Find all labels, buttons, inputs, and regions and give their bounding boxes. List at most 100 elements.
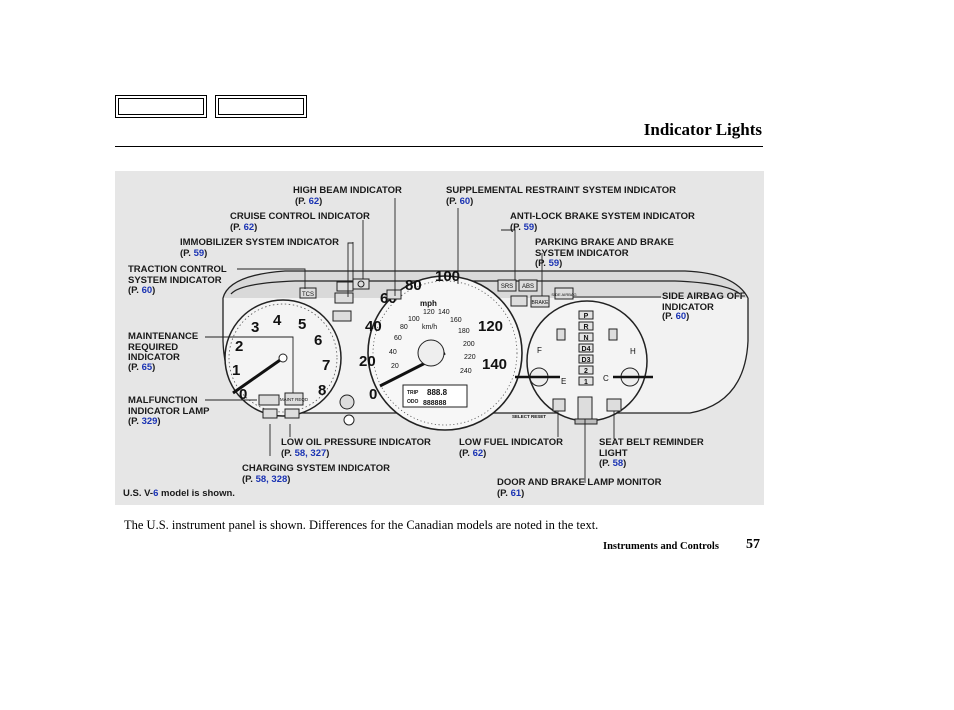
callout-low-fuel-page: (P. 62) — [459, 448, 487, 459]
cruise-icon — [336, 281, 354, 292]
callout-abs-page: (P. 59) — [510, 222, 538, 233]
fuel-empty-label: E — [561, 377, 566, 386]
svg-text:SIDE AIRBAG: SIDE AIRBAG — [551, 292, 576, 297]
trip-digits: 888.8 — [427, 388, 448, 397]
page-ref-link[interactable]: 59 — [548, 258, 560, 269]
mph-0: 0 — [369, 386, 377, 403]
tach-0: 0 — [239, 386, 247, 403]
odometer-display — [402, 384, 468, 408]
title-rule — [115, 146, 763, 147]
callout-parking-brake-page: (P. 59) — [535, 258, 563, 269]
page-ref-link[interactable]: 60 — [459, 196, 471, 207]
tach-6: 6 — [314, 332, 322, 349]
callout-cruise: CRUISE CONTROL INDICATOR — [230, 211, 370, 222]
callout-low-fuel: LOW FUEL INDICATOR — [459, 437, 563, 448]
gear-n: N — [583, 335, 588, 342]
page-ref-link[interactable]: 329 — [141, 416, 158, 427]
svg-text:ABS: ABS — [522, 284, 534, 290]
page-ref-link[interactable]: 58 — [612, 458, 624, 469]
trip-label: TRIP — [407, 390, 419, 396]
page-ref-link[interactable]: 60 — [675, 311, 687, 322]
callout-cruise-page: (P. 62) — [230, 222, 258, 233]
callout-low-oil: LOW OIL PRESSURE INDICATOR — [281, 437, 431, 448]
callout-malfunction-page: (P. 329) — [128, 416, 161, 427]
figure-caption: The U.S. instrument panel is shown. Diff… — [124, 518, 599, 532]
immobilizer-lamp — [352, 278, 370, 290]
temp-hot-label: H — [630, 347, 636, 356]
door-monitor-icon — [577, 396, 593, 420]
kmh-160: 160 — [450, 317, 462, 324]
page-ref-link[interactable]: 60 — [141, 285, 153, 296]
charging-icon — [262, 408, 278, 419]
callout-abs: ANTI-LOCK BRAKE SYSTEM INDICATOR — [510, 211, 695, 222]
kmh-unit: km/h — [422, 324, 437, 331]
side-airbag-lamp: SIDE AIRBAG — [551, 287, 577, 300]
gear-2: 2 — [584, 368, 588, 375]
page-title: Indicator Lights — [643, 120, 762, 139]
mph-100: 100 — [435, 268, 460, 285]
nav-box-next[interactable] — [215, 95, 307, 118]
kmh-140: 140 — [438, 309, 450, 316]
nav-box-previous[interactable] — [115, 95, 207, 118]
kmh-240: 240 — [460, 368, 472, 375]
page-ref-link[interactable]: 62 — [308, 196, 320, 207]
kmh-180: 180 — [458, 328, 470, 335]
speedo-kmh-labels: 20 40 60 80 100 120 140 160 180 200 220 … — [389, 309, 476, 375]
thermometer-icon — [608, 328, 618, 341]
mph-unit: mph — [420, 299, 437, 308]
callout-charging-page: (P. 58, 328) — [242, 474, 291, 485]
maint-reqd-lamp: MAINT REQD — [280, 392, 309, 406]
figure-panel: 0 1 2 3 4 5 6 7 8 MAINT REQD 0 20 40 60 — [115, 171, 764, 505]
page-ref-link[interactable]: 59 — [523, 222, 535, 233]
footer-section: Instruments and Controls — [603, 541, 719, 552]
gear-d3: D3 — [582, 357, 591, 364]
callout-side-airbag-page: (P. 60) — [662, 311, 690, 322]
odo-digits: 888888 — [423, 400, 446, 407]
mph-120: 120 — [478, 318, 503, 335]
callout-srs-page: (P. 60) — [446, 196, 474, 207]
callout-seat-belt-page: (P. 58) — [599, 458, 627, 469]
fuel-pump-icon — [556, 328, 566, 341]
speedo-mph-labels: 0 20 40 60 80 100 120 140 — [359, 268, 507, 403]
page-ref-link[interactable]: 62 — [243, 222, 255, 233]
cruise-lamp — [334, 292, 354, 304]
page-ref-link[interactable]: 62 — [472, 448, 484, 459]
high-beam-icon — [386, 289, 402, 300]
model-note: U.S. V-6 model is shown. — [123, 488, 235, 499]
callout-door-brake: DOOR AND BRAKE LAMP MONITOR — [497, 477, 662, 488]
page-ref-link[interactable]: 58, 328 — [255, 474, 288, 485]
low-fuel-icon — [552, 398, 566, 412]
kmh-100: 100 — [408, 316, 420, 323]
gear-1: 1 — [584, 379, 588, 386]
tach-4: 4 — [273, 312, 282, 329]
tach-2: 2 — [235, 338, 243, 355]
odo-label: ODO — [407, 399, 419, 405]
srs-lamp: SRS — [497, 279, 517, 292]
callout-immobilizer-page: (P. 59) — [180, 248, 208, 259]
callout-door-brake-page: (P. 61) — [497, 488, 525, 499]
kmh-220: 220 — [464, 354, 476, 361]
callout-traction-page: (P. 60) — [128, 285, 156, 296]
brake-lamp: BRAKE — [530, 295, 550, 308]
callout-high-beam: HIGH BEAM INDICATOR — [293, 185, 402, 196]
tach-3: 3 — [251, 319, 259, 336]
kmh-120: 120 — [423, 309, 435, 316]
page-ref-link[interactable]: 59 — [193, 248, 205, 259]
callout-maintenance-page: (P. 65) — [128, 362, 156, 373]
abs-lamp: ABS — [518, 279, 538, 292]
callout-srs: SUPPLEMENTAL RESTRAINT SYSTEM INDICATOR — [446, 185, 676, 196]
page-ref-link[interactable]: 61 — [510, 488, 522, 499]
page-ref-link[interactable]: 65 — [141, 362, 153, 373]
page-ref-link[interactable]: 58, 327 — [294, 448, 327, 459]
tcs-lamp: TCS — [299, 287, 317, 299]
tach-8: 8 — [318, 382, 326, 399]
mph-40: 40 — [365, 318, 382, 335]
callout-leader-lines — [205, 198, 661, 483]
callout-high-beam-page: (P. 62) — [295, 196, 323, 207]
kmh-40: 40 — [389, 349, 397, 356]
